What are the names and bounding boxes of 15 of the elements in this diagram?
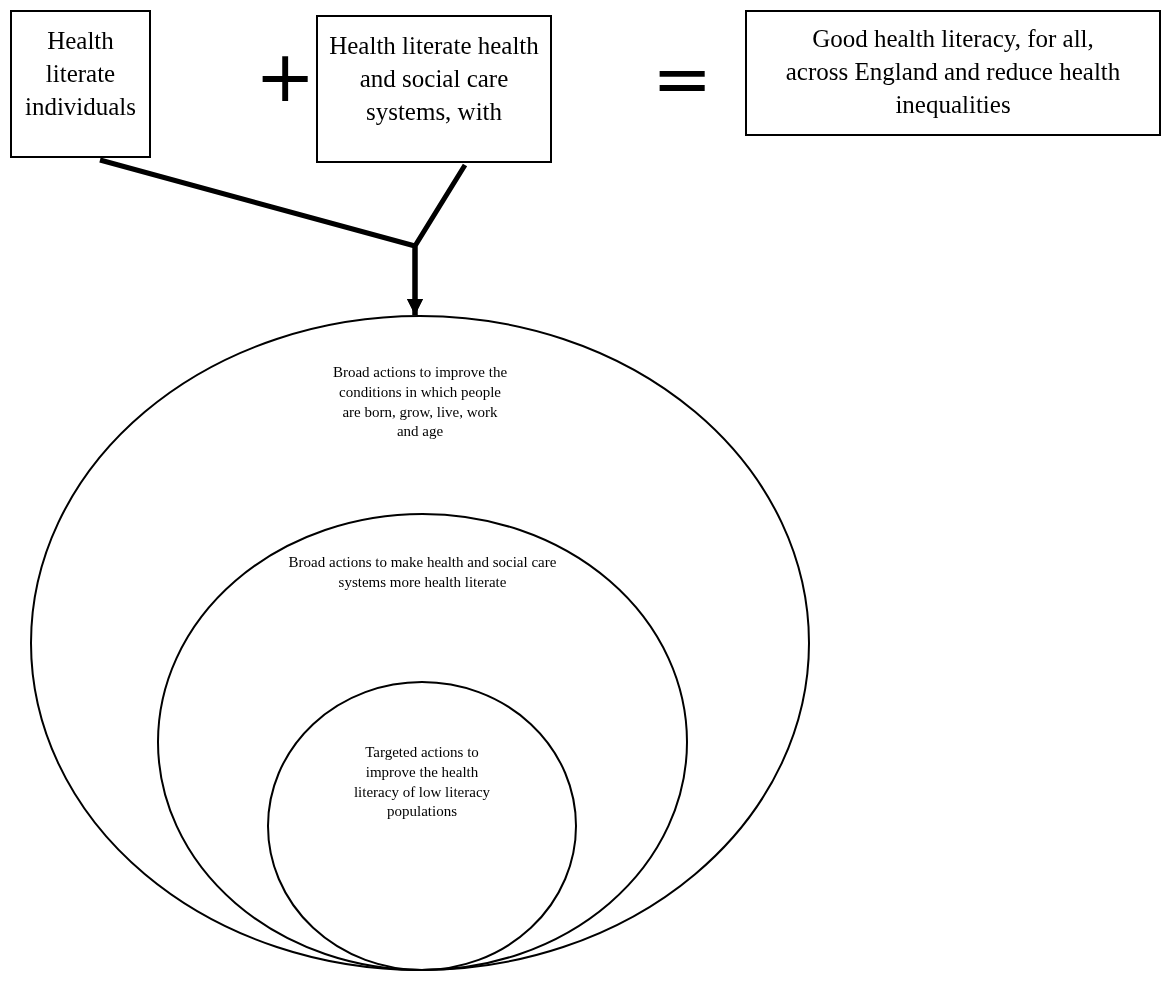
text-box: [745, 10, 1161, 136]
box-text: Health literate health and social care systems, with: [328, 31, 540, 127]
circle-text: Targeted actions to improve the health literacy of low literacy populations: [352, 743, 492, 822]
text-box: [10, 10, 151, 158]
box-text: Health literate individuals: [23, 26, 138, 122]
equals-sign: =: [652, 42, 713, 114]
text-box: [316, 15, 552, 163]
nested-circle: [157, 513, 688, 971]
arrow: [407, 163, 468, 315]
circle-text: Broad actions to make health and social care systems more health literate: [287, 553, 558, 592]
circle-text: Broad actions to improve the conditions in which people are born, grow, live, work and age: [331, 363, 509, 442]
nested-circle: [267, 681, 577, 971]
nested-circle: [30, 315, 810, 971]
box-text: Good health literacy, for all, across England and reduce health inequalities: [784, 24, 1122, 120]
plus-sign: +: [255, 40, 316, 112]
